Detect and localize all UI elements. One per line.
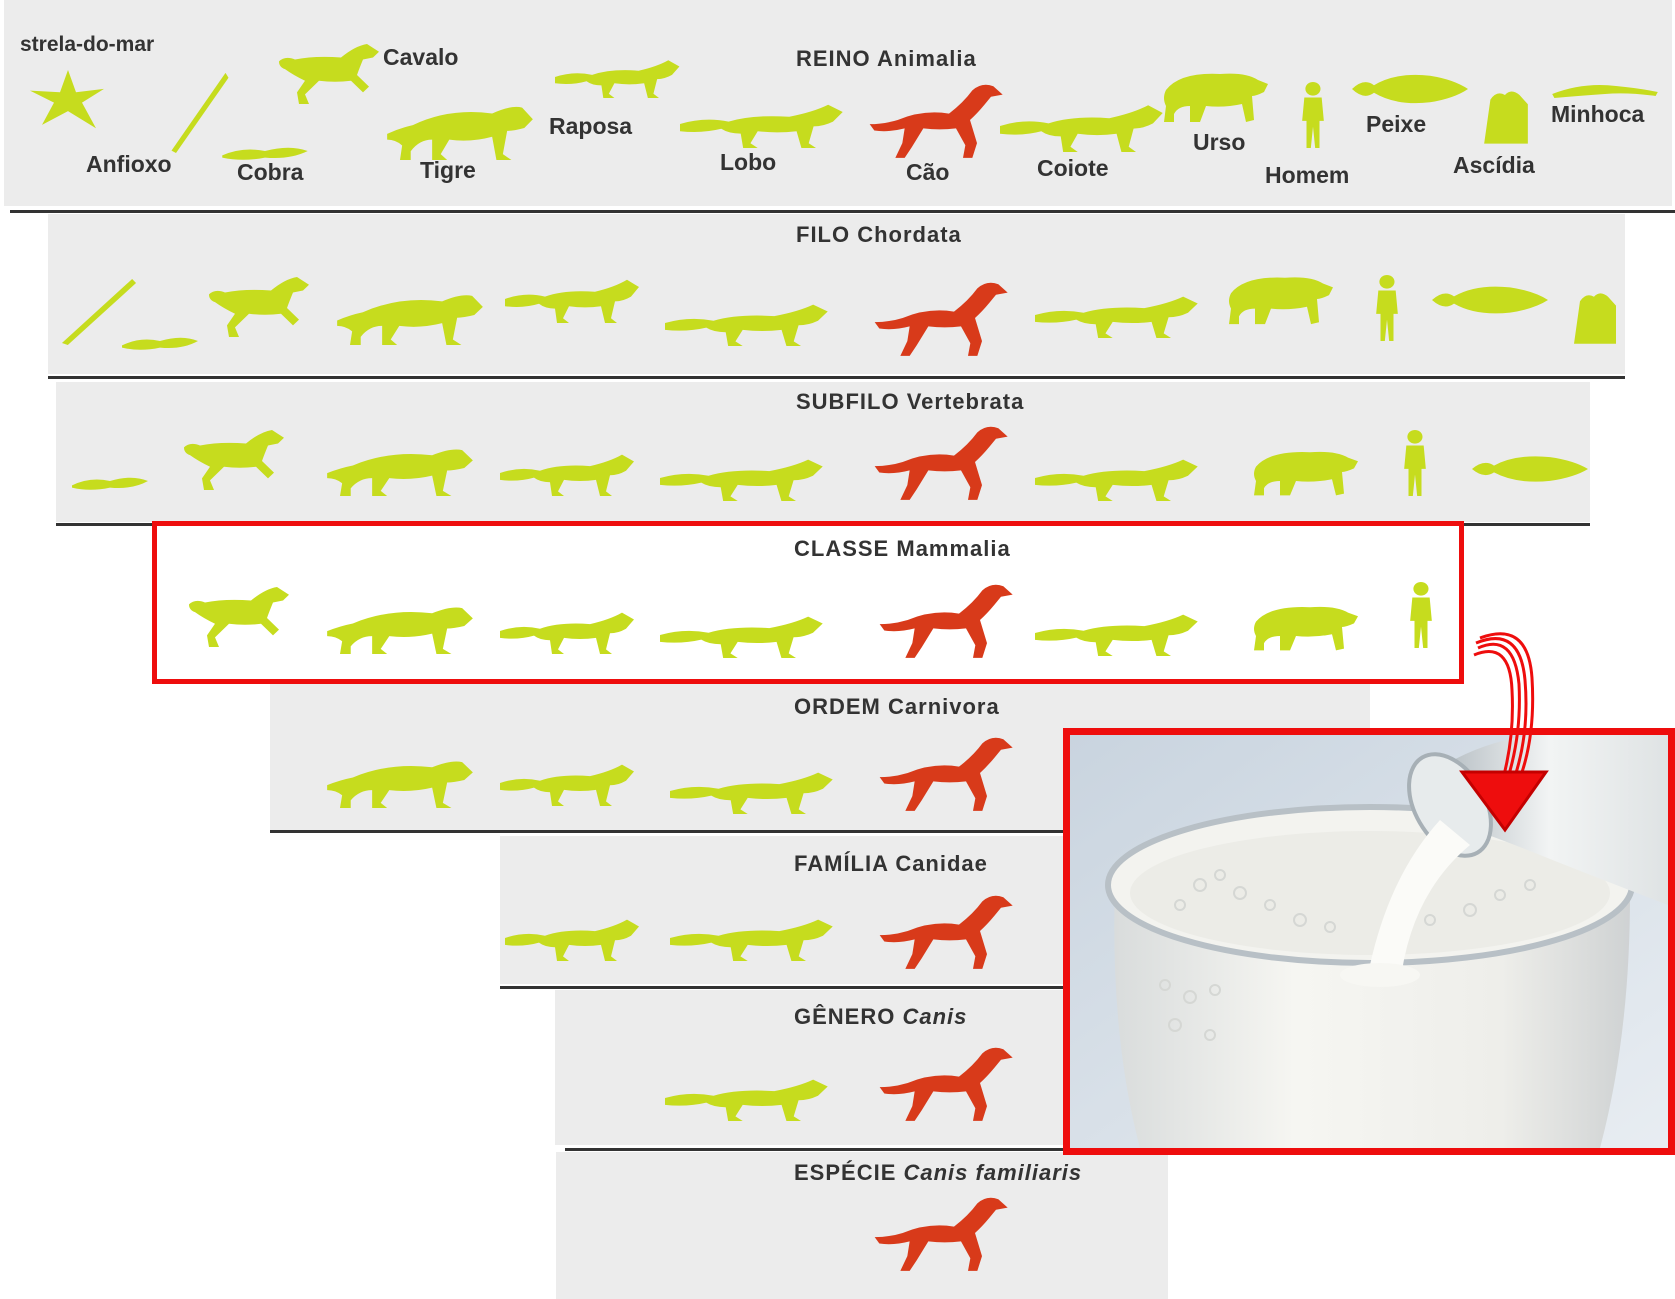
wolf-icon [660,612,830,658]
coyote-icon [1035,610,1205,656]
wolf-icon [665,300,835,346]
bear-icon [1160,66,1270,126]
animal-label-lobo: Lobo [720,149,776,176]
horse-icon [185,585,295,649]
human-icon [1300,82,1326,150]
coyote-icon [1035,292,1205,338]
taxon-label: Vertebrata [907,389,1025,414]
dog-icon [875,582,1015,660]
divider-filo [48,376,1625,379]
rank-title-filo: FILO Chordata [796,222,962,248]
wolf-icon [665,1075,835,1121]
wolf-icon [670,768,840,814]
sea-squirt-icon [1570,290,1620,346]
taxon-label: Chordata [857,222,962,247]
taxon-label: Canidae [895,851,988,876]
rank-title-reino: REINO Animalia [796,46,977,72]
animal-label-homem: Homem [1265,162,1349,189]
fish-icon [1350,70,1470,108]
lancelet-icon [170,68,230,153]
dog-icon [870,424,1010,502]
lancelet-icon [60,275,138,345]
rank-label: GÊNERO [794,1004,895,1029]
fox-icon [500,760,640,806]
horse-icon [275,42,385,106]
tiger-icon [325,440,475,496]
rank-title-especie: ESPÉCIE Canis familiaris [794,1160,1082,1186]
rank-label: CLASSE [794,536,889,561]
human-icon [1408,582,1434,650]
animal-label-peixe: Peixe [1366,111,1426,138]
horse-icon [180,428,290,492]
taxon-label: Animalia [877,46,977,71]
human-icon [1374,275,1400,343]
taxon-label: Mammalia [896,536,1010,561]
fox-icon [500,608,640,654]
divider-reino [10,210,1675,213]
milk-glass-photo [1063,728,1675,1155]
animal-label-urso: Urso [1193,129,1245,156]
animal-label-anfioxo: Anfioxo [86,151,172,178]
divider-familia [500,986,1070,989]
starfish-icon [28,70,108,130]
rank-title-ordem: ORDEM Carnivora [794,694,1000,720]
fox-icon [500,450,640,496]
bear-icon [1250,600,1360,654]
divider-ordem [270,830,1070,833]
bear-icon [1250,445,1360,499]
horse-icon [205,275,315,339]
taxon-label: Carnivora [888,694,1000,719]
milk-glass-illustration [1070,735,1668,1148]
animal-label-cobra: Cobra [237,159,303,186]
coyote-icon [1000,100,1170,152]
animal-label-tigre: Tigre [420,157,476,184]
taxon-label: Canis [902,1004,967,1029]
rank-label: SUBFILO [796,389,900,414]
fish-icon [1470,452,1590,486]
fish-icon [1430,282,1550,318]
fox-icon [555,56,685,98]
rank-label: FILO [796,222,850,247]
dog-icon [865,82,1005,160]
animal-label-ascidia: Ascídia [1453,152,1535,179]
tiger-icon [335,285,485,345]
rank-title-genero: GÊNERO Canis [794,1004,967,1030]
dog-icon [870,1195,1010,1273]
tiger-icon [385,96,535,160]
tiger-icon [325,598,475,654]
rank-label: ORDEM [794,694,881,719]
worm-icon [1550,80,1660,100]
sea-squirt-icon [1480,88,1532,146]
animal-label-cao: Cão [906,159,949,186]
rank-title-familia: FAMÍLIA Canidae [794,851,988,877]
rank-label: ESPÉCIE [794,1160,896,1185]
snake-icon [70,470,150,492]
fox-icon [505,915,645,961]
wolf-icon [680,100,850,148]
wolf-icon [660,455,830,501]
dog-icon [875,1045,1015,1123]
animal-label-raposa: Raposa [549,113,632,140]
fox-icon [505,275,645,323]
animal-label-estrela: strela-do-mar [20,33,154,57]
human-icon [1402,430,1428,498]
rank-label: FAMÍLIA [794,851,888,876]
rank-label: REINO [796,46,871,71]
rank-title-subfilo: SUBFILO Vertebrata [796,389,1024,415]
animal-label-minhoca: Minhoca [1551,101,1644,128]
animal-label-coiote: Coiote [1037,155,1109,182]
coyote-icon [1035,455,1205,501]
animal-label-cavalo: Cavalo [383,44,458,71]
dog-icon [870,280,1010,358]
wolf-icon [670,915,840,961]
bear-icon [1225,270,1335,328]
taxon-label: Canis familiaris [904,1160,1083,1185]
tiger-icon [325,752,475,808]
dog-icon [875,735,1015,813]
rank-title-classe: CLASSE Mammalia [794,536,1011,562]
dog-icon [875,893,1015,971]
